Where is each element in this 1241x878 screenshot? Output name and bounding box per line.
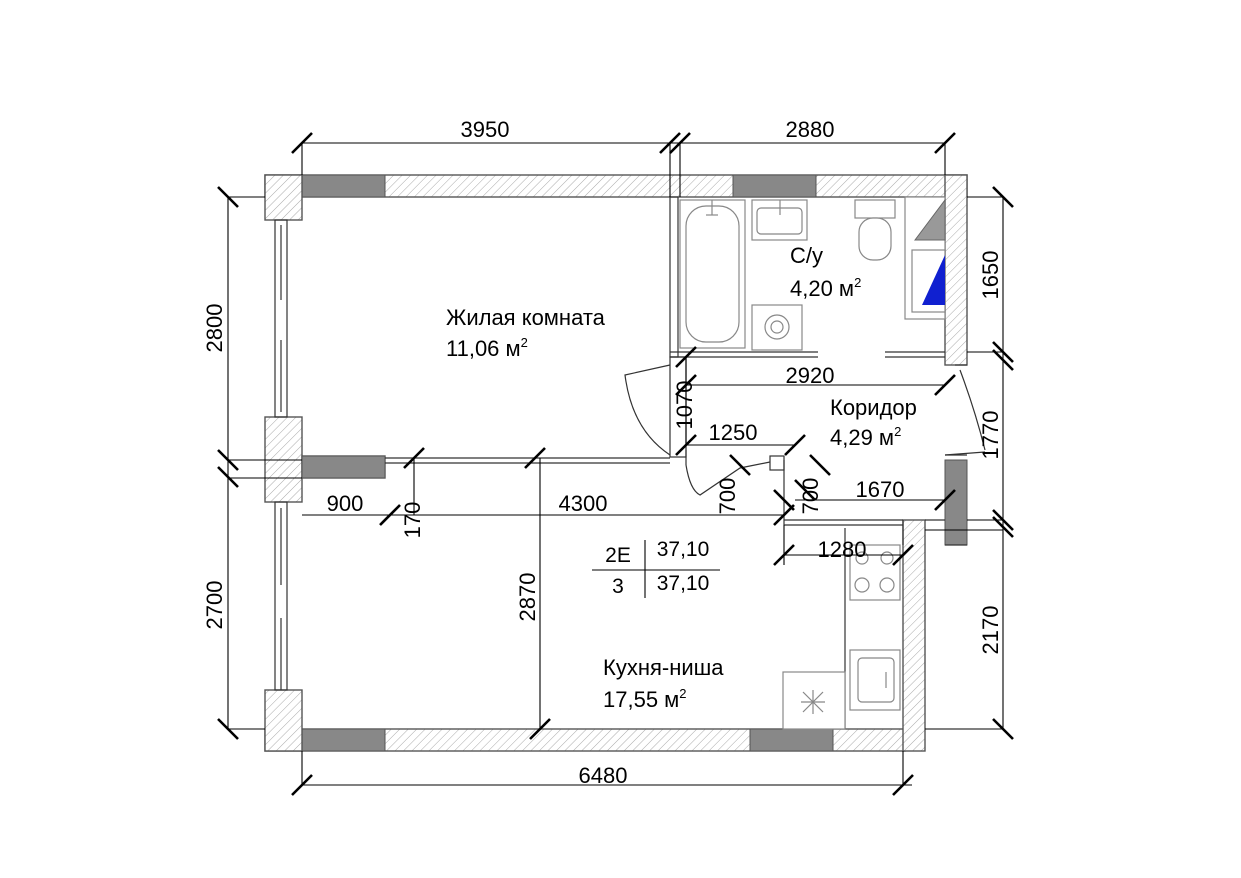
info-rooms-value: 37,10 — [657, 572, 710, 595]
interior-walls — [669, 196, 967, 545]
info-table: 2E 37,10 3 37,10 — [592, 538, 720, 598]
dim-2870: 2870 — [515, 573, 540, 622]
dim-right-corridor: 1770 — [978, 411, 1003, 460]
dim-left-upper: 2800 — [202, 304, 227, 353]
room-kitchen-name: Кухня-ниша — [603, 655, 724, 680]
info-rooms-count: 3 — [612, 575, 624, 598]
dim-corridor-door: 1070 — [672, 381, 697, 430]
room-labels: Жилая комната 11,06 м2 С/у 4,20 м2 Корид… — [446, 243, 917, 712]
room-bath-name: С/у — [790, 243, 823, 268]
windows-left — [274, 219, 288, 691]
room-bath-area: 4,20 м2 — [790, 275, 861, 301]
dim-1280: 1280 — [818, 537, 867, 562]
room-living-area: 11,06 м2 — [446, 335, 528, 361]
toilet — [854, 199, 896, 261]
dim-right-kitchen: 2170 — [978, 606, 1003, 655]
washing-machine — [751, 304, 803, 351]
dim-170: 170 — [400, 502, 425, 539]
dimension-labels: 3950 2880 2800 2700 1650 1770 2170 6480 … — [202, 117, 1003, 788]
dim-1250: 1250 — [709, 420, 758, 445]
kitchen-sink — [849, 649, 901, 711]
info-code-value: 37,10 — [657, 538, 710, 561]
dim-top-left: 3950 — [461, 117, 510, 142]
dim-900: 900 — [327, 491, 364, 516]
dimension-lines — [217, 132, 1014, 796]
dim-700-a: 700 — [715, 478, 740, 515]
room-corridor-name: Коридор — [830, 395, 917, 420]
dim-700-b: 700 — [798, 478, 823, 515]
dim-bottom: 6480 — [579, 763, 628, 788]
dim-top-right: 2880 — [786, 117, 835, 142]
dim-corridor-width: 2920 — [786, 363, 835, 388]
dim-1670: 1670 — [856, 477, 905, 502]
info-code: 2E — [605, 544, 631, 567]
shaft — [904, 196, 946, 320]
doors — [624, 364, 986, 496]
dim-right-bath: 1650 — [978, 251, 1003, 300]
room-corridor-area: 4,29 м2 — [830, 424, 901, 450]
dim-left-lower: 2700 — [202, 581, 227, 630]
bathtub — [679, 199, 746, 349]
kitchen-counter — [782, 528, 846, 730]
washbasin — [751, 199, 808, 241]
room-living-name: Жилая комната — [446, 305, 606, 330]
kitchen-stove — [849, 544, 901, 601]
dim-4300: 4300 — [559, 491, 608, 516]
room-kitchen-area: 17,55 м2 — [603, 686, 687, 712]
